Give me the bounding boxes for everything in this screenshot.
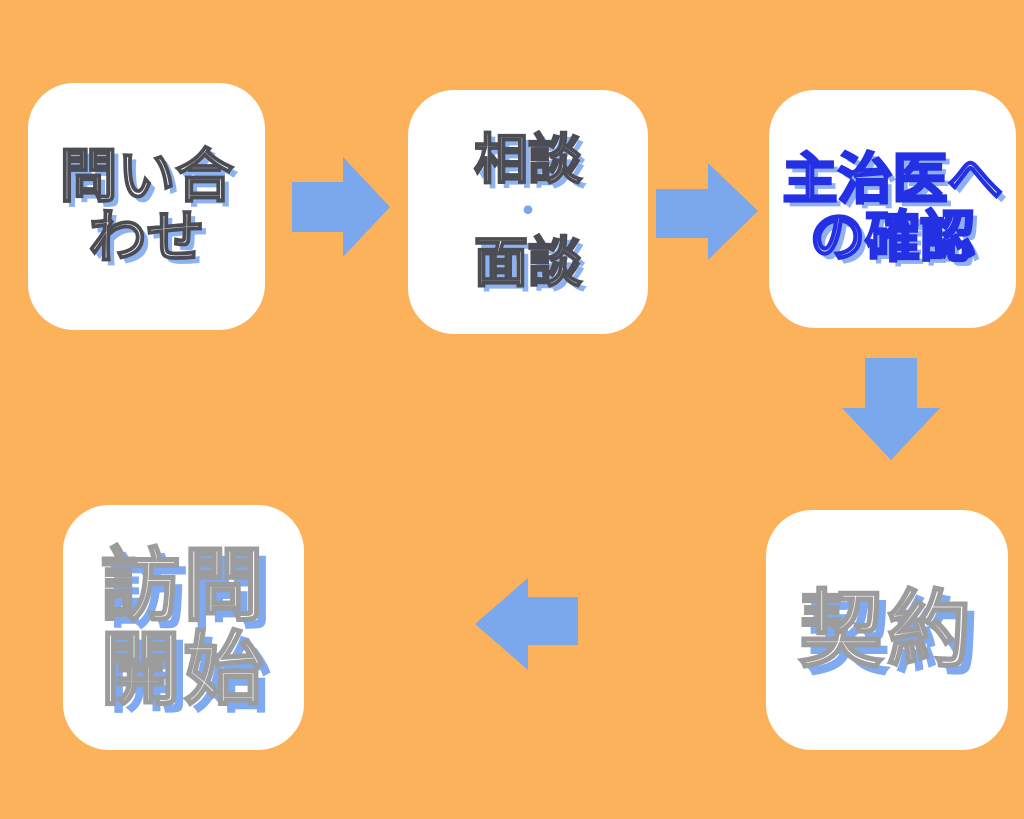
step-label-contract: 契約 (798, 580, 975, 679)
arrow-right-icon (292, 157, 390, 257)
arrow-right-icon (656, 163, 758, 260)
step-line: 契約 (798, 580, 975, 679)
step-box-inquiry: 問い合 わせ (28, 83, 265, 330)
step-line: の確認 (809, 205, 977, 269)
arrow-shape (842, 358, 940, 460)
step-line: 相談 (473, 128, 583, 192)
step-line: 訪問 (99, 538, 267, 632)
step-label-doctor-confirmation: 主治医へ の確認 (781, 147, 1004, 269)
arrow-shape (475, 578, 578, 670)
step-line: 問い合 (58, 141, 234, 210)
step-box-visit-start: 訪問 開始 (63, 505, 304, 750)
step-line: 主治医へ (781, 147, 1004, 212)
arrow-shape (292, 157, 390, 257)
step-line: わせ (87, 202, 205, 271)
step-label-inquiry: 問い合 わせ (58, 141, 234, 271)
step-line: 面談 (473, 231, 583, 294)
step-box-contract: 契約 (766, 510, 1008, 750)
step-label-consultation: 相談 ・ 面談 (473, 128, 583, 294)
arrow-down-icon (842, 358, 940, 460)
interpunct-dot: ・ (509, 191, 546, 232)
arrow-shape (656, 163, 758, 260)
arrow-left-icon (475, 578, 578, 670)
step-box-doctor-confirmation: 主治医へ の確認 (769, 90, 1016, 328)
step-label-visit-start: 訪問 開始 (99, 538, 267, 716)
step-line: 開始 (99, 622, 267, 716)
step-box-consultation: 相談 ・ 面談 (408, 90, 648, 334)
